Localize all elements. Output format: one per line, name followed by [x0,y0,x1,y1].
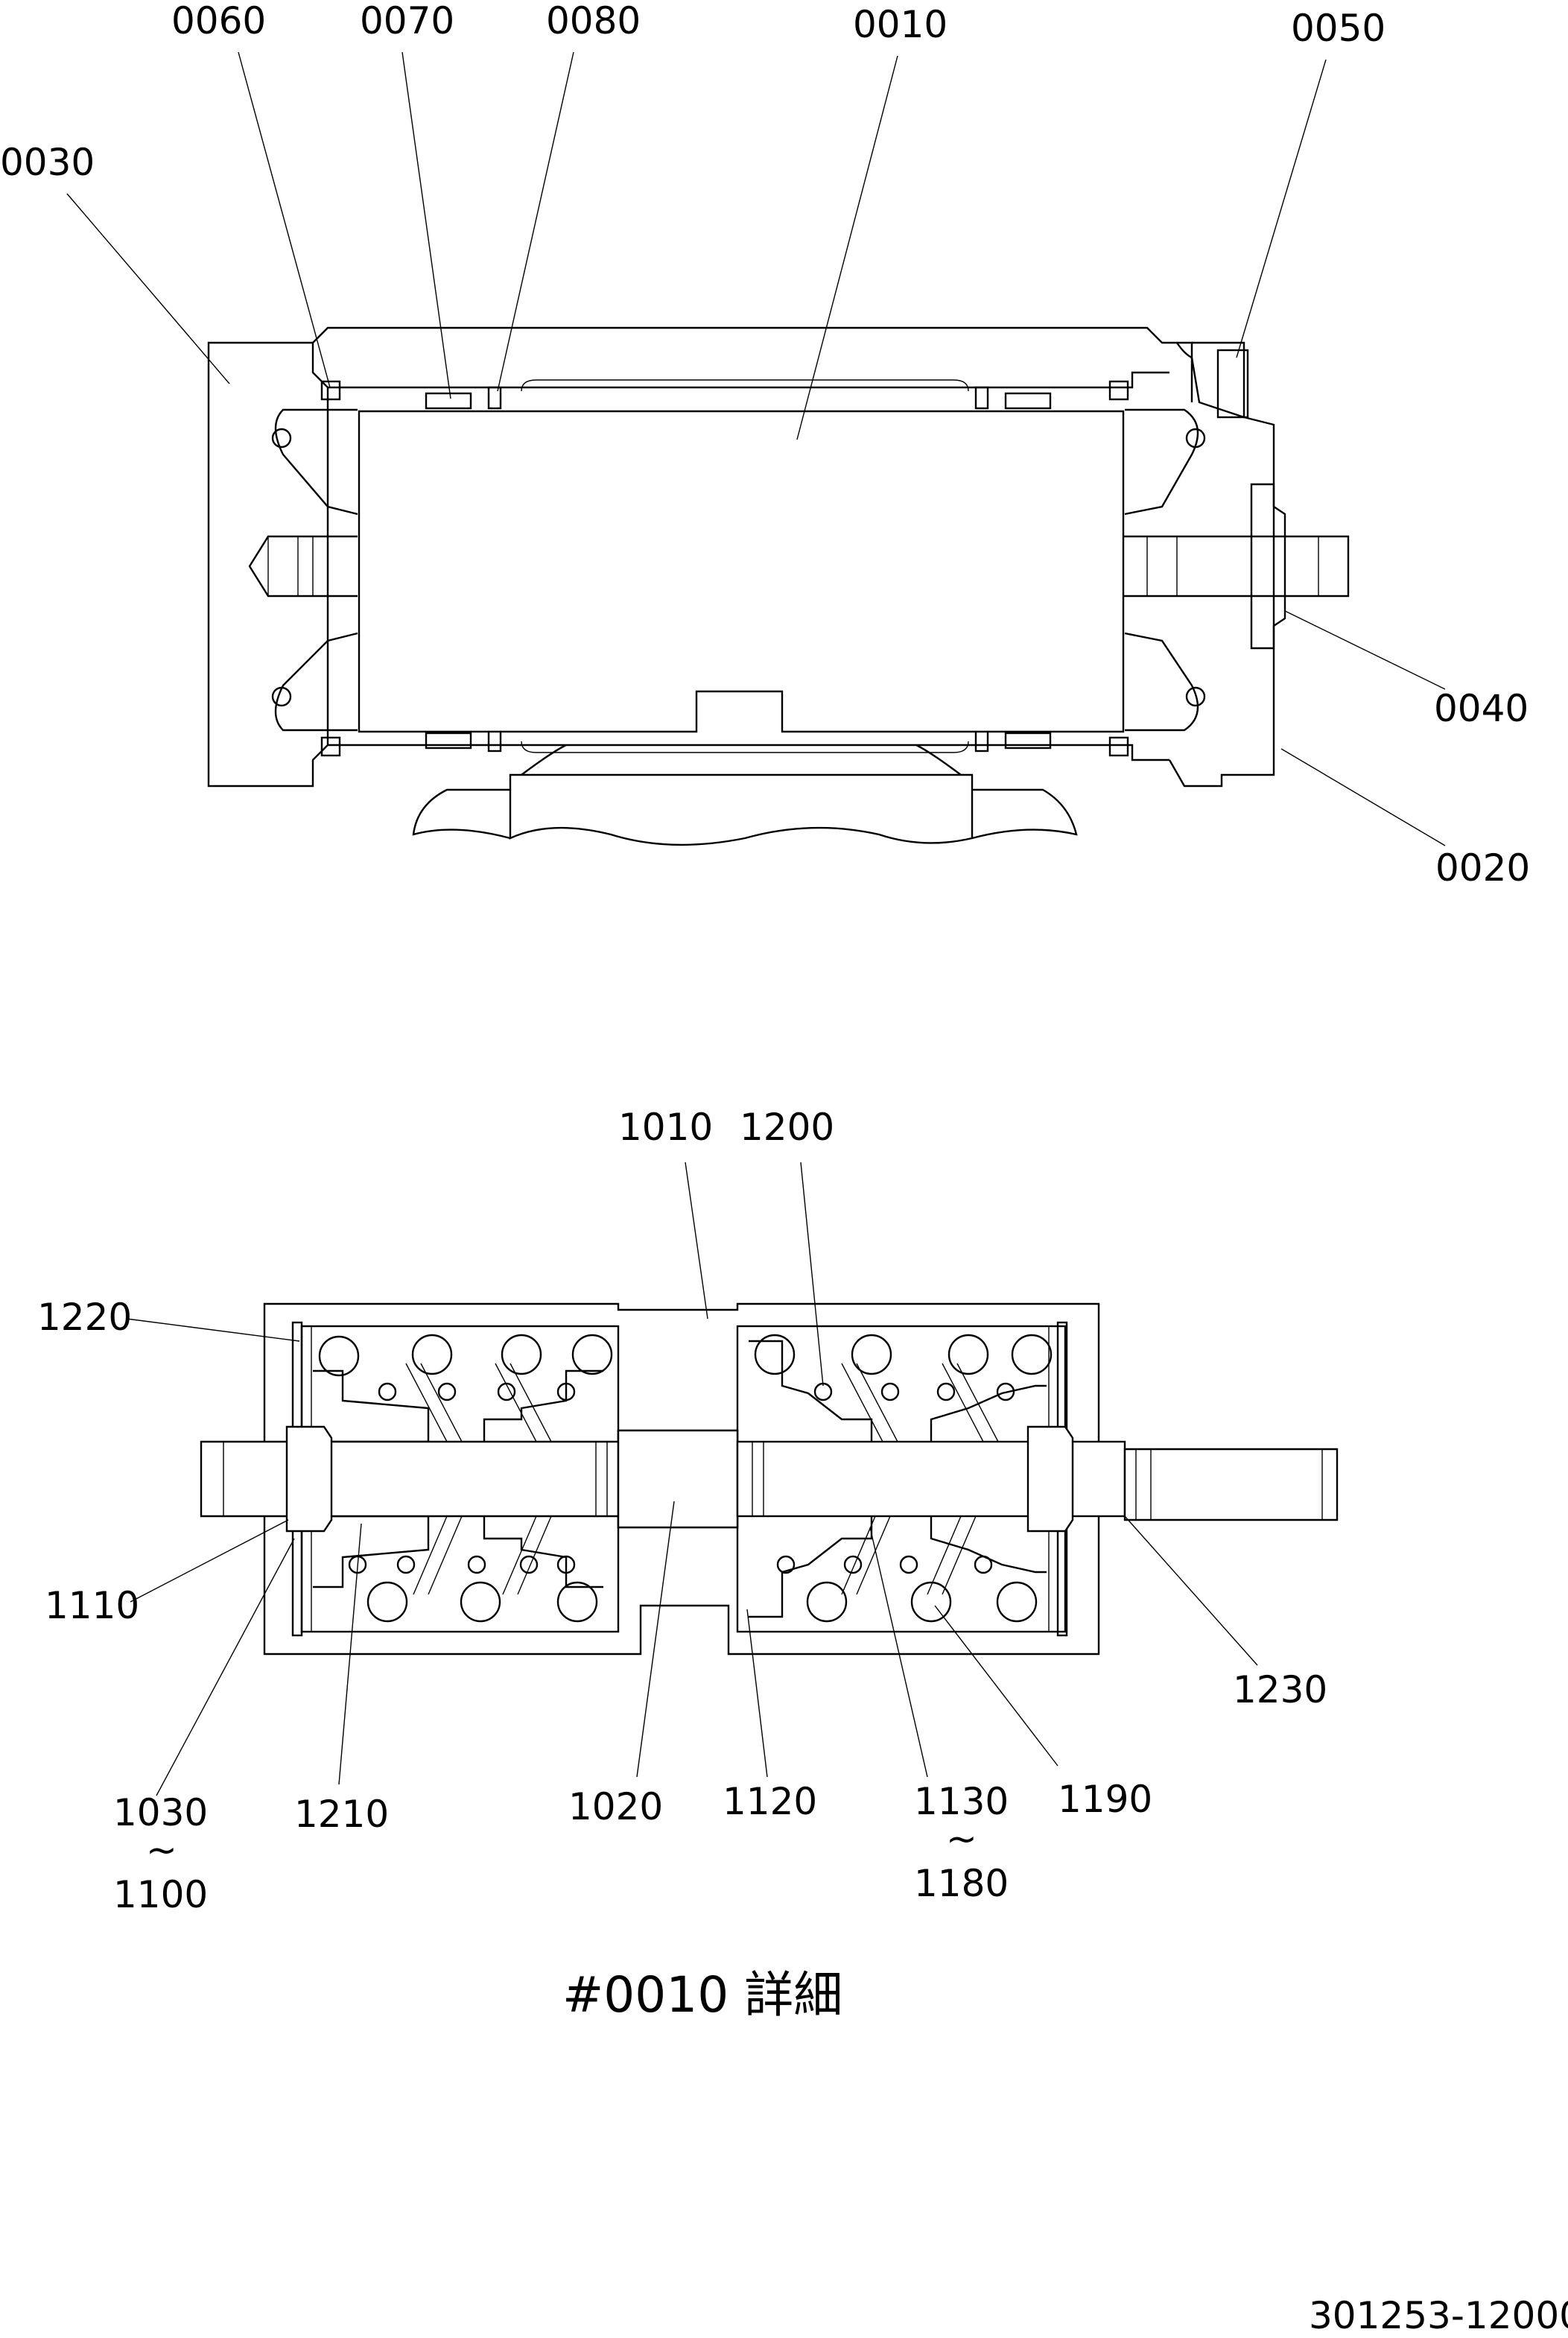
label-1010: 1010 [618,1106,713,1149]
shaft-1020-center [617,1429,739,1529]
seal-block-bottom-left [320,736,341,757]
right-cap-upper-pin [1185,428,1206,449]
plug-0050 [1216,349,1249,419]
label-1180: 1180 [914,1862,1009,1905]
base-flange [509,773,974,846]
label-1200: 1200 [740,1106,834,1149]
spring-seat-right-lower-a [749,1516,873,1618]
right-cover-edge [1176,342,1245,419]
seal-block-top-right [1108,380,1129,401]
spring-seat-mid-upper [483,1369,603,1442]
left-cap-lower-pin [271,686,292,707]
label-1120: 1120 [723,1780,817,1823]
ring-0070 [425,392,472,410]
spring-seat-mid-lower [483,1516,603,1588]
top-cover [312,326,1193,402]
label-1100: 1100 [113,1873,208,1916]
label-0060: 0060 [171,0,266,42]
right-cap-lower-pin [1185,686,1206,707]
label-0070: 0070 [360,0,454,42]
inner-bottom-rail [328,744,1169,761]
base-flange-left-wing [412,788,511,840]
inner-rail-detail-bottom [521,741,969,753]
drawing-number: 301253-12000 [1309,2294,1568,2337]
label-1230: 1230 [1233,1668,1327,1711]
ring-bottom-right-small [974,729,989,753]
ring-top-right [1004,392,1052,410]
right-cap-lower [1124,632,1199,732]
nut-left-1110 [285,1425,333,1533]
left-cap-upper [274,408,358,516]
ring-bottom-left-small [487,729,502,753]
ring-bottom-right [1004,732,1052,750]
ring-bottom-left [425,732,472,750]
label-1210: 1210 [294,1793,389,1836]
top-assembly-view: 0060 0070 0080 0010 0050 0030 0040 0020 [0,0,1530,890]
label-0040: 0040 [1434,687,1529,730]
ring-0080 [487,386,502,410]
spring-coils [318,1334,1053,1623]
nut-right [1026,1425,1074,1533]
label-0050: 0050 [1291,7,1386,50]
label-0020: 0020 [1435,846,1530,890]
threaded-rod-1230 [1123,1448,1339,1521]
spring-seat-left-upper [313,1369,430,1443]
label-1220: 1220 [37,1296,132,1339]
ring-top-right-small [974,386,989,410]
label-0010: 0010 [853,3,948,46]
leader-lines-top [66,51,1446,846]
label-1190: 1190 [1058,1778,1152,1821]
leader-lines-detail [126,1162,1258,1796]
label-1030-tilde: ~ [146,1828,177,1872]
main-spool-0010 [358,410,1125,733]
left-cap-upper-pin [271,428,292,449]
label-0030: 0030 [0,141,95,184]
base-flange-right-wing [971,788,1078,840]
left-cap-lower [274,632,358,732]
spring-seat-right-upper-b [930,1384,1047,1442]
label-1130: 1130 [914,1780,1009,1823]
spring-seat-left-lower [313,1515,430,1588]
inner-top-rail [328,371,1169,389]
left-shaft-tip [248,535,358,598]
detail-view-0010: 1010 1200 1220 1110 1230 1030 ~ 1100 121… [37,1106,1339,2024]
right-cap-upper [1124,408,1199,516]
label-1110: 1110 [45,1584,139,1627]
right-housing [1168,341,1275,788]
seal-block-top-left [320,380,341,401]
detail-body [263,1302,1100,1656]
label-1130-tilde: ~ [946,1817,977,1860]
nut-0040 [1250,483,1286,650]
spring-wires [405,1363,999,1595]
seal-block-bottom-right [1108,736,1129,757]
right-shaft [1123,535,1350,598]
label-0080: 0080 [546,0,641,42]
detail-caption: #0010 詳細 [562,1966,842,2024]
inner-rail-detail [521,379,969,392]
base-flange-neck [521,744,962,776]
label-1020: 1020 [568,1785,663,1828]
label-1030: 1030 [113,1791,208,1834]
